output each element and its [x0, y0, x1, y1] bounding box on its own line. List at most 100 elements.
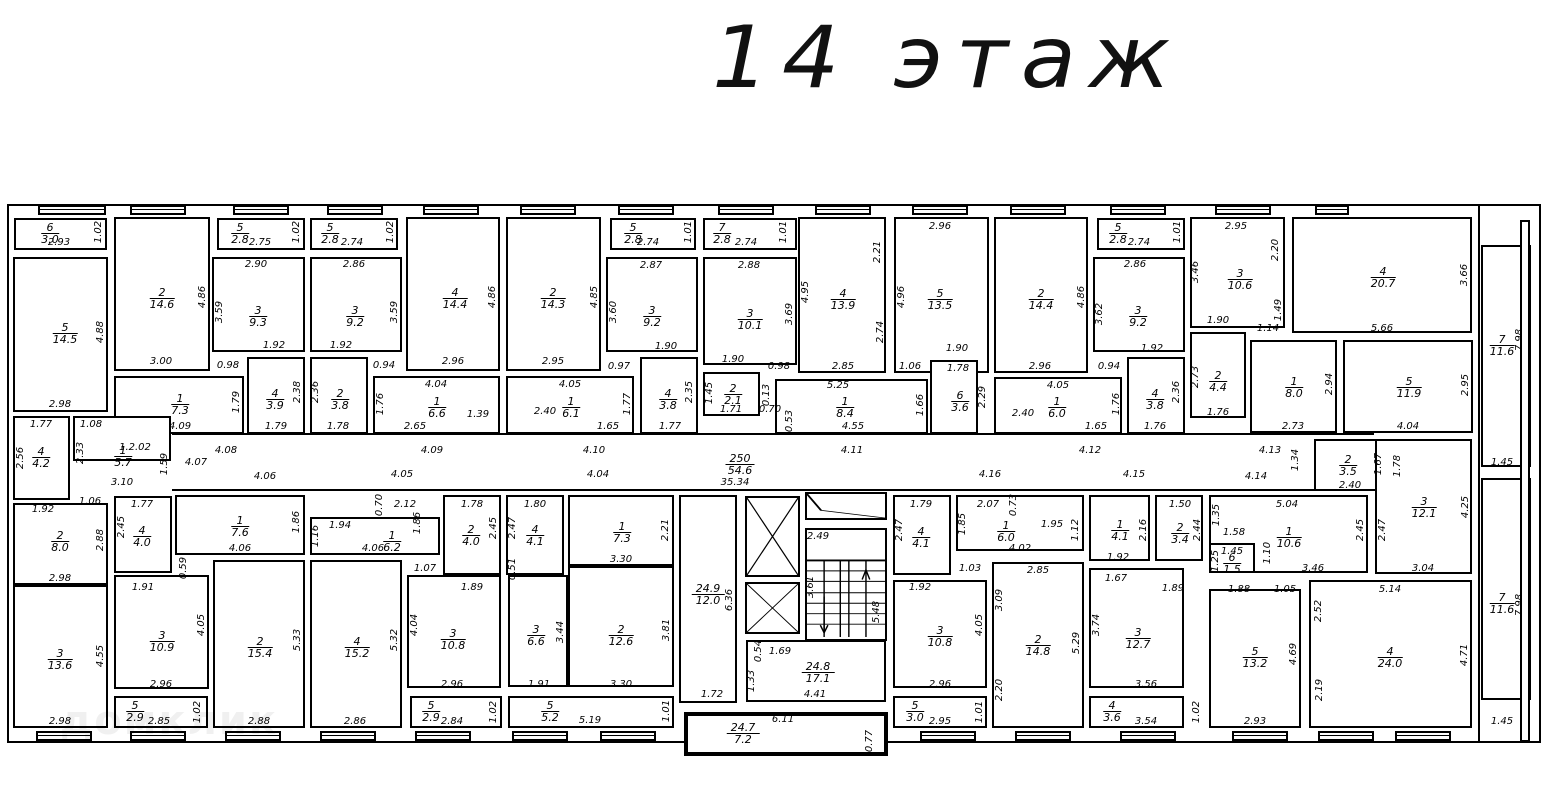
vertical-dimension-label: 4.86: [487, 285, 498, 309]
room-number: 3: [1129, 305, 1147, 317]
room-number: 6: [951, 390, 969, 402]
vertical-dimension-label: 1.86: [412, 511, 423, 535]
window: [1232, 731, 1288, 741]
room-number: 5: [1396, 376, 1422, 388]
room-number: 4: [1370, 266, 1396, 278]
dimension-label: 3.10: [110, 477, 134, 488]
dimension-label: 2.88: [737, 260, 761, 271]
room-number: 4: [344, 636, 370, 648]
dimension-label: 2.84: [440, 716, 464, 727]
room-number: 4: [659, 388, 677, 400]
vertical-dimension-label: 3.09: [994, 588, 1005, 612]
room-number: 2: [462, 524, 480, 536]
window: [1318, 731, 1374, 741]
room-outline: [1089, 568, 1184, 688]
room-outline: [956, 495, 1084, 551]
room-number: 2: [1339, 454, 1357, 466]
window: [520, 205, 576, 215]
dimension-label: 1.92: [1140, 343, 1164, 354]
room-area: 3.8: [1146, 399, 1164, 412]
dimension-label: 3.00: [149, 356, 173, 367]
vertical-dimension-label: 7.98: [1514, 328, 1525, 352]
dimension-label: 4.14: [1244, 471, 1268, 482]
dimension-label: 2.87: [639, 260, 663, 271]
vertical-dimension-label: 1.76: [375, 392, 386, 416]
vertical-dimension-label: 1.49: [1273, 298, 1284, 322]
room-area: 10.8: [927, 636, 953, 649]
room-number: 24.7: [726, 722, 760, 734]
room-number: 250: [725, 453, 755, 465]
vertical-dimension-label: 2.45: [1355, 518, 1366, 542]
dimension-label: 4.09: [168, 421, 192, 432]
vertical-dimension-label: 1.59: [159, 452, 170, 476]
room-area: 12.1: [1411, 507, 1437, 520]
vertical-dimension-label: 1.01: [683, 220, 694, 244]
room-outline: [14, 218, 107, 250]
window: [1015, 731, 1071, 741]
room-area: 8.4: [836, 407, 854, 420]
dimension-label: 4.41: [803, 689, 827, 700]
room-outline: [1292, 217, 1472, 333]
room-area: 10.6: [1227, 279, 1253, 292]
room-outline: [798, 217, 886, 373]
room-outline: [114, 496, 172, 573]
dimension-label: 2.96: [440, 679, 464, 690]
dimension-label: 1.95: [1040, 519, 1064, 530]
room-area: 10.6: [1276, 537, 1302, 550]
room-number: 5: [1242, 646, 1268, 658]
room-area: 9.2: [346, 316, 364, 329]
room-outline: [212, 257, 305, 352]
room-area: 4.2: [32, 457, 50, 470]
vertical-dimension-label: 4.96: [896, 285, 907, 309]
dimension-label: 2.74: [734, 237, 758, 248]
dimension-label: 3.54: [1134, 716, 1158, 727]
vertical-dimension-label: 2.19: [1314, 678, 1325, 702]
room-number: 4: [1103, 700, 1121, 712]
room-outline: [506, 217, 601, 371]
room-area: 5.2: [541, 711, 559, 724]
room-outline: [686, 714, 886, 754]
dimension-label: 1.08: [79, 419, 103, 430]
vertical-dimension-label: 1.85: [957, 512, 968, 536]
dimension-label: 1.45: [1220, 546, 1244, 557]
dimension-label: 2.85: [831, 361, 855, 372]
dimension-label: 4.10: [582, 445, 606, 456]
room-number: 4: [830, 288, 856, 300]
vertical-dimension-label: 1.77: [622, 392, 633, 416]
vertical-dimension-label: 2.45: [488, 516, 499, 540]
room-number: 5: [541, 700, 559, 712]
room-area: 3.6: [951, 401, 969, 414]
dimension-label: 2.86: [343, 716, 367, 727]
vertical-dimension-label: 4.85: [589, 285, 600, 309]
room-area: 4.4: [1209, 381, 1227, 394]
dimension-label: 3.46: [1301, 563, 1325, 574]
window: [1110, 205, 1166, 215]
room-outline: [508, 575, 568, 687]
vertical-dimension-label: 2.20: [994, 678, 1005, 702]
room-area: 17.1: [805, 672, 831, 685]
dimension-label: 5.66: [1370, 323, 1394, 334]
dimension-label: 1.90: [654, 341, 678, 352]
window: [600, 731, 656, 741]
dimension-label: 1.91: [131, 582, 155, 593]
dimension-label: 1.90: [1206, 315, 1230, 326]
vertical-dimension-label: 2.47: [507, 516, 518, 540]
room-area: 6.2: [383, 541, 401, 554]
room-number: 3: [1227, 268, 1253, 280]
window: [327, 205, 383, 215]
vertical-dimension-label: 4.86: [1076, 285, 1087, 309]
vertical-dimension-label: 2.52: [1313, 599, 1324, 623]
